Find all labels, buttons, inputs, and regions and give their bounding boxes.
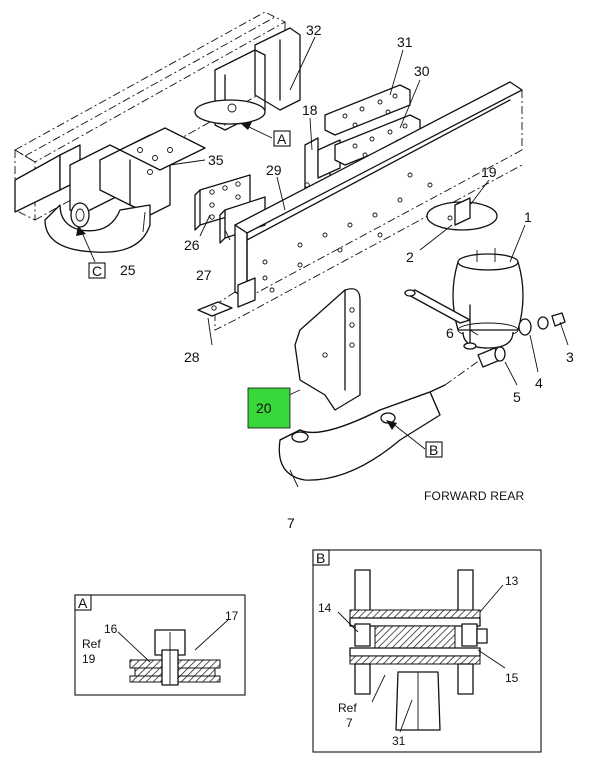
callout-28: 28 xyxy=(184,349,200,365)
detail-b-ref-7: 7 xyxy=(346,716,353,730)
view-ref-b[interactable]: B xyxy=(425,441,443,458)
detail-a-callout-17: 17 xyxy=(225,609,239,623)
detail-a-ref: Ref xyxy=(82,637,101,651)
air-spring xyxy=(452,248,524,349)
detail-a-panel: A 16 17 Ref 19 xyxy=(74,594,246,696)
detail-a-callout-16: 16 xyxy=(104,622,118,636)
callout-35: 35 xyxy=(208,152,224,168)
detail-b-ref: Ref xyxy=(338,701,357,715)
nut-and-washers xyxy=(518,312,566,336)
hanger-bracket-20 xyxy=(294,288,361,411)
callout-18: 18 xyxy=(302,102,318,118)
callout-26: 26 xyxy=(184,237,200,253)
callout-7: 7 xyxy=(287,515,295,531)
callout-29: 29 xyxy=(266,162,282,178)
callout-5: 5 xyxy=(513,389,521,405)
detail-b-title: B xyxy=(316,550,325,566)
detail-b-panel: B 13 14 15 Ref 7 31 xyxy=(312,549,542,753)
callout-4: 4 xyxy=(535,375,543,391)
detail-a-ref-19: 19 xyxy=(82,652,96,666)
leader-lines xyxy=(76,36,569,488)
callout-20-highlight[interactable]: 20 xyxy=(247,387,291,429)
detail-b-callout-15: 15 xyxy=(505,671,519,685)
view-ref-c-label: C xyxy=(92,263,102,279)
detail-b-callout-31: 31 xyxy=(392,734,406,748)
view-ref-c[interactable]: C xyxy=(88,262,106,279)
callout-27: 27 xyxy=(196,267,212,283)
callout-labels: 32 31 30 18 35 29 19 1 2 26 27 25 6 3 4 … xyxy=(120,22,574,531)
callout-20: 20 xyxy=(256,400,272,416)
detail-b-callout-14: 14 xyxy=(318,601,332,615)
suspension-beam-7 xyxy=(278,359,481,481)
callout-2: 2 xyxy=(406,249,414,265)
bushing-5 xyxy=(477,346,506,368)
callout-6: 6 xyxy=(446,325,454,341)
left-hanger-assembly xyxy=(44,127,206,253)
orientation-label: FORWARD REAR xyxy=(424,489,525,503)
rod-assembly xyxy=(404,289,471,324)
stud-bolt-6 xyxy=(463,304,477,350)
view-ref-b-label: B xyxy=(429,442,438,458)
detail-b-callout-13: 13 xyxy=(505,574,519,588)
callout-1: 1 xyxy=(524,209,532,225)
callout-3: 3 xyxy=(566,349,574,365)
view-ref-a[interactable]: A xyxy=(273,130,291,147)
callout-25: 25 xyxy=(120,262,136,278)
main-frame-rail xyxy=(214,81,523,331)
cross-member-bracket xyxy=(194,27,301,131)
detail-a-title: A xyxy=(78,595,88,611)
spacer-plate-28 xyxy=(197,301,233,317)
air-spring-plate-19 xyxy=(426,197,498,231)
callout-19: 19 xyxy=(481,164,497,180)
callout-30: 30 xyxy=(414,63,430,79)
callout-32: 32 xyxy=(306,22,322,38)
view-ref-a-label: A xyxy=(277,131,287,147)
callout-31: 31 xyxy=(397,34,413,50)
